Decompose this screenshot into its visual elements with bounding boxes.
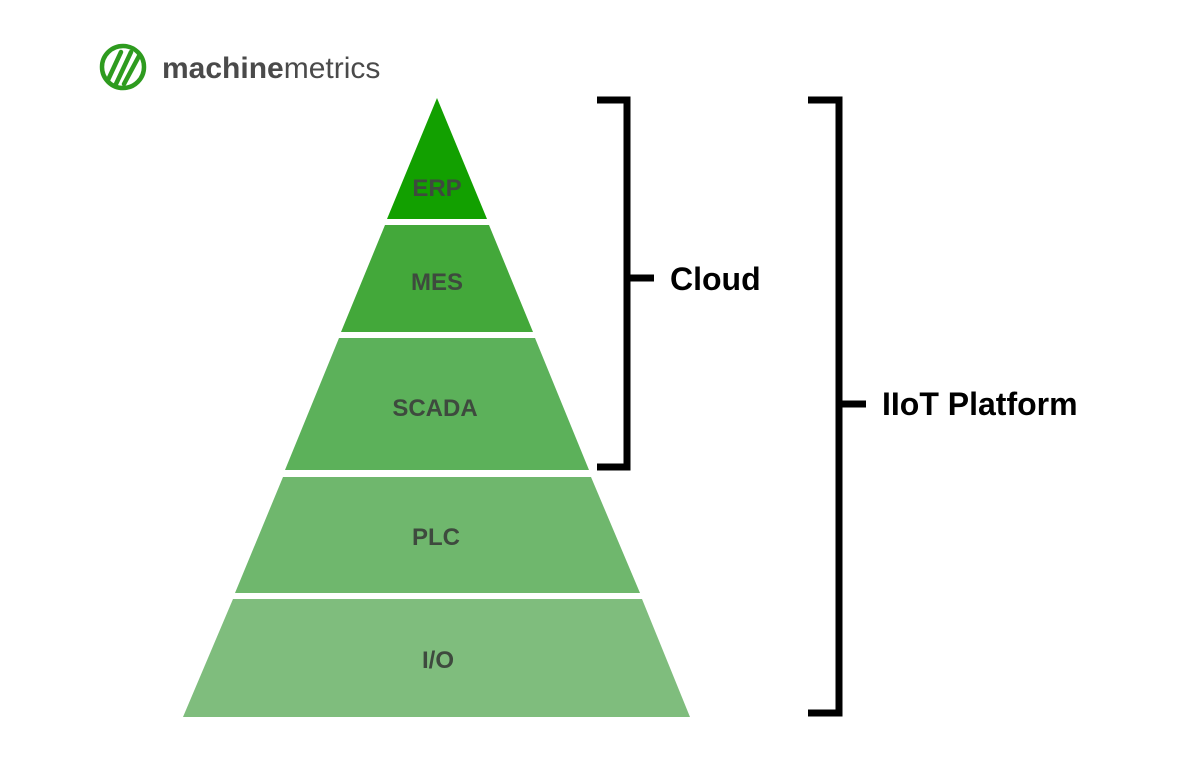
pyramid-label-erp: ERP [412,175,461,202]
brand-logo: machinemetrics [99,43,380,91]
cloud-bracket: Cloud [597,96,761,471]
pyramid-level-io [183,599,690,717]
iiot-platform-label: IIoT Platform [882,386,1078,422]
pyramid-label-scada: SCADA [392,395,477,422]
pyramid-label-io: I/O [422,647,454,674]
brand-name-light: metrics [284,52,381,85]
pyramid-label-mes: MES [411,269,463,296]
cloud-label: Cloud [670,261,761,297]
machinemetrics-logo-icon [99,43,147,91]
pyramid-level-scada [285,338,589,470]
brand-name: machinemetrics [162,52,380,85]
iiot-platform-bracket-shape [808,96,866,717]
pyramid: ERP MES SCADA PLC I/O [183,98,690,717]
pyramid-level-erp [387,98,487,219]
pyramid-level-plc [235,477,640,593]
brand-name-bold: machine [162,52,284,85]
pyramid-level-mes [341,225,533,332]
cloud-bracket-shape [597,96,654,471]
pyramid-label-plc: PLC [412,524,460,551]
iiot-platform-bracket: IIoT Platform [808,96,1078,717]
